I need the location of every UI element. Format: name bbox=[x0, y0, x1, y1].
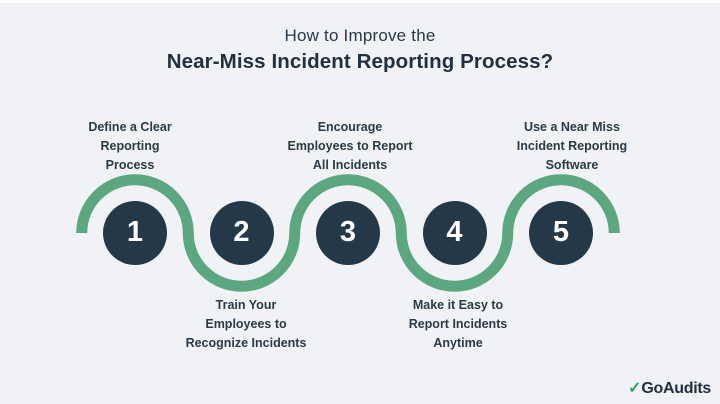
step-4-label: Make it Easy to Report Incidents Anytime bbox=[408, 298, 508, 350]
step-4-circle: 4 bbox=[422, 201, 487, 265]
step-3-label: Encourage Employees to Report All Incide… bbox=[287, 120, 413, 172]
step-2-circle: 2 bbox=[209, 201, 274, 265]
step-5-label: Use a Near Miss Incident Reporting Softw… bbox=[516, 120, 628, 172]
step-number: 5 bbox=[552, 215, 570, 248]
step-number: 2 bbox=[233, 215, 250, 248]
step-number: 1 bbox=[126, 215, 144, 248]
title-line-2: Near-Miss Incident Reporting Process? bbox=[166, 50, 554, 73]
logo-brand-text: GoAudits bbox=[641, 380, 711, 397]
step-1-label: Define a Clear Reporting Process bbox=[88, 120, 172, 172]
step-number: 3 bbox=[339, 215, 357, 248]
wave-path bbox=[76, 174, 620, 292]
step-1-circle: 1 bbox=[103, 201, 167, 265]
step-5-circle: 5 bbox=[529, 201, 593, 265]
checkmark-icon: ✓ bbox=[628, 380, 642, 397]
title-line-1: How to Improve the bbox=[284, 26, 436, 45]
step-2-label: Train Your Employees to Recognize Incide… bbox=[185, 298, 307, 350]
step-3-circle: 3 bbox=[316, 201, 380, 265]
goaudits-logo: ✓ GoAudits bbox=[628, 378, 711, 398]
step-number: 4 bbox=[446, 215, 463, 248]
